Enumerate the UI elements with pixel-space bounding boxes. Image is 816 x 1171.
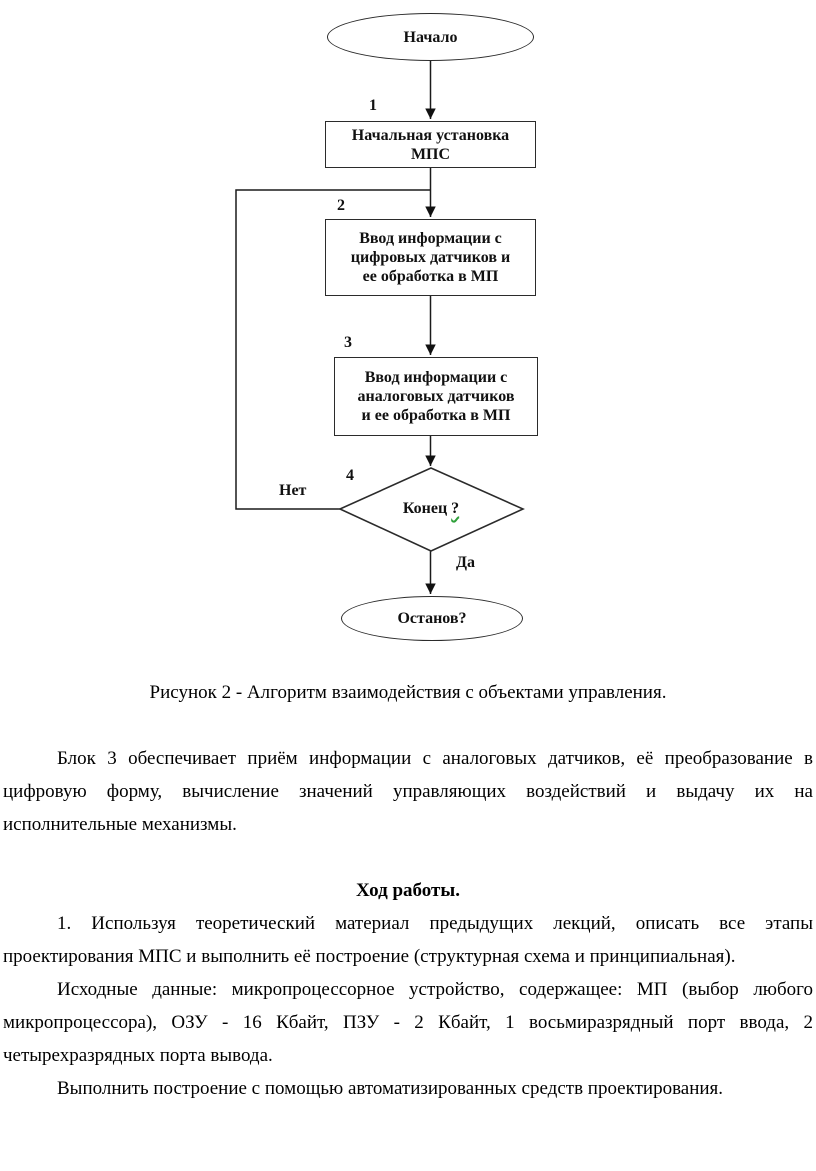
end-terminal: Останов? [341,596,523,641]
figure-caption: Рисунок 2 - Алгоритм взаимодействия с об… [149,682,667,703]
paragraph-final: Выполнить построение с помощью автоматиз… [57,1078,724,1099]
process-block-1-label: Начальная установка МПС [351,126,510,163]
flowchart-connectors [235,61,525,594]
process-block-2-label: Ввод информации с цифровых датчиков и ее… [350,230,511,285]
paragraph-task: 1. Используя теоретический материал пред… [3,913,813,967]
start-terminal: Начало [327,13,534,61]
decision-question-mark: ? [451,500,460,517]
process-block-1: Начальная установка МПС [325,121,536,168]
flowchart-figure: Начало 1 2 3 4 Начальная установка МПС В… [235,13,538,641]
process-block-3-label: Ввод информации с аналоговых датчиков и … [357,369,515,424]
section-heading: Ход работы. [356,880,460,901]
branch-yes-label: Да [456,554,476,571]
document-text: Рисунок 2 - Алгоритм взаимодействия с об… [0,676,816,1105]
decision-label: Конец? [361,499,501,518]
decision-label-text: Конец [402,500,448,517]
start-terminal-label: Начало [403,28,458,46]
process-block-3: Ввод информации с аналоговых датчиков и … [334,357,538,436]
end-terminal-label: Останов? [397,610,467,627]
decision-number: 4 [346,467,354,484]
block3-number: 3 [344,334,352,351]
paragraph-source-data: Исходные данные: микропроцессорное устро… [3,979,813,1066]
block2-number: 2 [337,197,345,214]
decision-diamond [338,467,525,552]
branch-no-label: Нет [279,482,307,499]
block1-number: 1 [369,97,377,114]
paragraph-block3-description: Блок 3 обеспечивает приём информации с а… [3,748,813,835]
process-block-2: Ввод информации с цифровых датчиков и ее… [325,219,536,296]
loop-back-connector [235,189,430,510]
